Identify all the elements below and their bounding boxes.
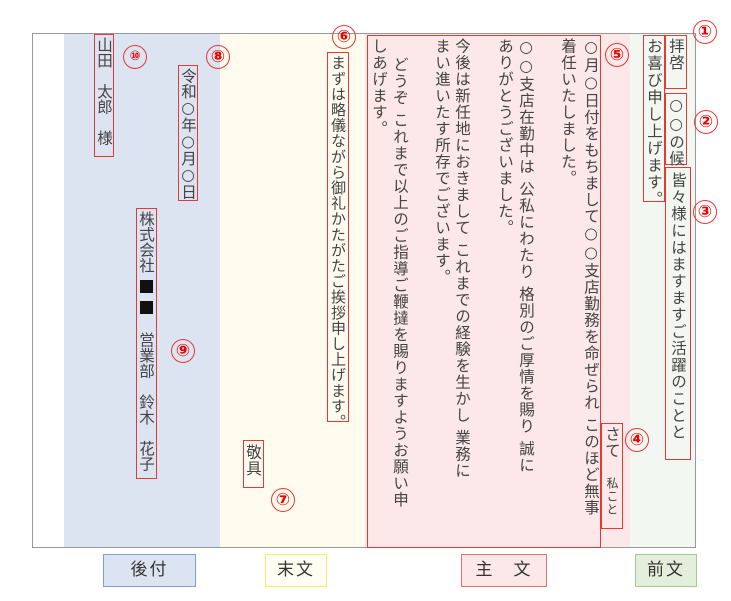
marker-3: ③ [693,200,717,224]
greeting2-text: お喜び申し上げます。 [645,38,663,208]
label-shubun: 主 文 [461,554,547,587]
marker-4: ④ [625,428,649,452]
haikei-box [665,35,687,89]
body-line: しあげます。 [370,38,388,137]
date-text: 令和○年○月○日 [179,68,197,200]
season-text: ○○の候 [667,96,685,167]
recipient-box [94,34,114,157]
sate-text: さて [603,426,621,459]
sate-box [601,423,623,529]
body-line: ○○支店在勤中は 公私にわたり 格別のご厚情を賜り 誠に [517,38,535,474]
marker-5: ⑤ [605,43,629,67]
body-line: ○月○日付をもちまして○○支店勤務を命ぜられ このほど無事 [582,38,600,516]
marker-9: ⑨ [171,339,195,363]
dept-name-text: 営業部 鈴木 花子 [137,332,155,472]
greeting2-box [643,35,665,202]
letter-page [32,33,696,548]
label-matsubun: 末文 [265,554,327,587]
body-line: まい進いたす所存でございます。 [433,38,451,286]
marker-6: ⑥ [332,25,356,49]
recipient-text: 山田 太郎 様 [95,37,113,146]
zone-shubun [365,34,630,547]
closing-text: まずは略儀ながら御礼かたがたご挨拶申し上げます。 [329,55,347,430]
body-line: 今後は新任地におきまして これまでの経験を生かし 業務に [453,38,471,479]
marker-1: ① [693,20,717,44]
body-line: ありがとうございました。 [496,38,514,236]
zone-matsubun [220,34,365,547]
zone-zenbun [630,34,695,547]
sender-box [136,208,157,479]
company-text: 株式会社 [137,211,155,273]
marker-2: ② [694,110,718,134]
season-box [665,93,687,165]
greeting-box [665,167,691,460]
label-atozuke: 後付 [103,554,196,587]
watakushi-text: 私こと [605,477,619,516]
marker-8: ⑧ [206,45,230,69]
marker-10: ⑩ [123,45,147,69]
body-line: どうぞ これまで以上のご指導ご鞭撻を賜りますようお願い申 [391,40,409,508]
marker-7: ⑦ [271,488,295,512]
redacted-block [140,278,153,320]
body-line: 着任いたしました。 [559,38,577,187]
keigu-box [243,440,264,488]
shubun-box [367,35,601,548]
haikei-text: 拝啓 [667,38,685,71]
label-zenbun: 前文 [635,554,697,587]
greeting-text: 皆々様にはますますご活躍のことと [669,172,687,441]
closing-box [327,52,349,422]
date-box [178,65,198,201]
keigu-text: 敬具 [244,444,262,477]
